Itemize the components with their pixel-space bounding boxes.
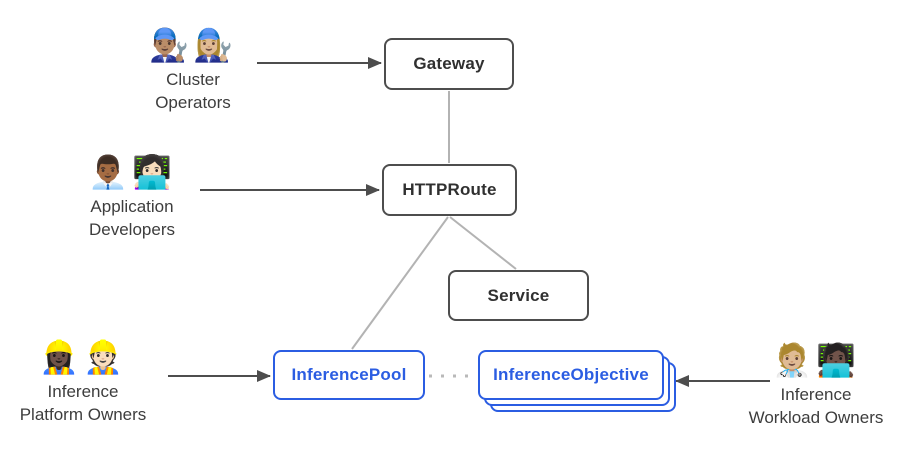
node-httproute-label: HTTPRoute <box>402 180 497 199</box>
actor-inference-workload-owners-label-line1: Inference <box>780 385 852 404</box>
node-service: Service <box>448 270 589 321</box>
node-inferenceobjective: InferenceObjective <box>478 350 664 400</box>
actor-inference-platform-owners-label-line2: Platform Owners <box>19 405 147 424</box>
actor-application-developers: 👨🏾‍💼👩🏻‍💻 Application Developers <box>52 151 212 241</box>
actor-cluster-operators-label-line1: Cluster <box>166 70 220 89</box>
actor-cluster-operators: 👨🏽‍🔧👩🏼‍🔧 Cluster Operators <box>113 24 273 114</box>
actor-cluster-operators-label-line2: Operators <box>155 93 231 112</box>
node-gateway: Gateway <box>384 38 514 90</box>
node-inferenceobjective-label: InferenceObjective <box>493 365 649 384</box>
inference-platform-owners-emoji-icon: 👷🏿‍♀️👷🏻 <box>39 339 127 375</box>
actor-inference-workload-owners: 🧑🏼‍⚕️🧑🏿‍💻 Inference Workload Owners <box>736 339 896 429</box>
node-inferencepool-label: InferencePool <box>291 365 407 384</box>
actor-application-developers-label-line1: Application <box>90 197 174 216</box>
actor-inference-workload-owners-label-line2: Workload Owners <box>748 408 884 427</box>
cluster-operators-emoji-icon: 👨🏽‍🔧👩🏼‍🔧 <box>149 27 237 63</box>
actor-inference-platform-owners: 👷🏿‍♀️👷🏻 Inference Platform Owners <box>3 336 163 426</box>
node-httproute: HTTPRoute <box>382 164 517 216</box>
application-developers-emoji-icon: 👨🏾‍💼👩🏻‍💻 <box>88 154 176 190</box>
node-inferencepool: InferencePool <box>273 350 425 400</box>
edge-httproute-service <box>449 216 517 270</box>
node-gateway-label: Gateway <box>413 54 485 73</box>
actor-inference-platform-owners-label-line1: Inference <box>47 382 119 401</box>
inference-workload-owners-emoji-icon: 🧑🏼‍⚕️🧑🏿‍💻 <box>772 342 860 378</box>
actor-application-developers-label-line2: Developers <box>89 220 175 239</box>
node-service-label: Service <box>487 285 550 305</box>
edge-httproute-inferencepool <box>351 216 449 350</box>
